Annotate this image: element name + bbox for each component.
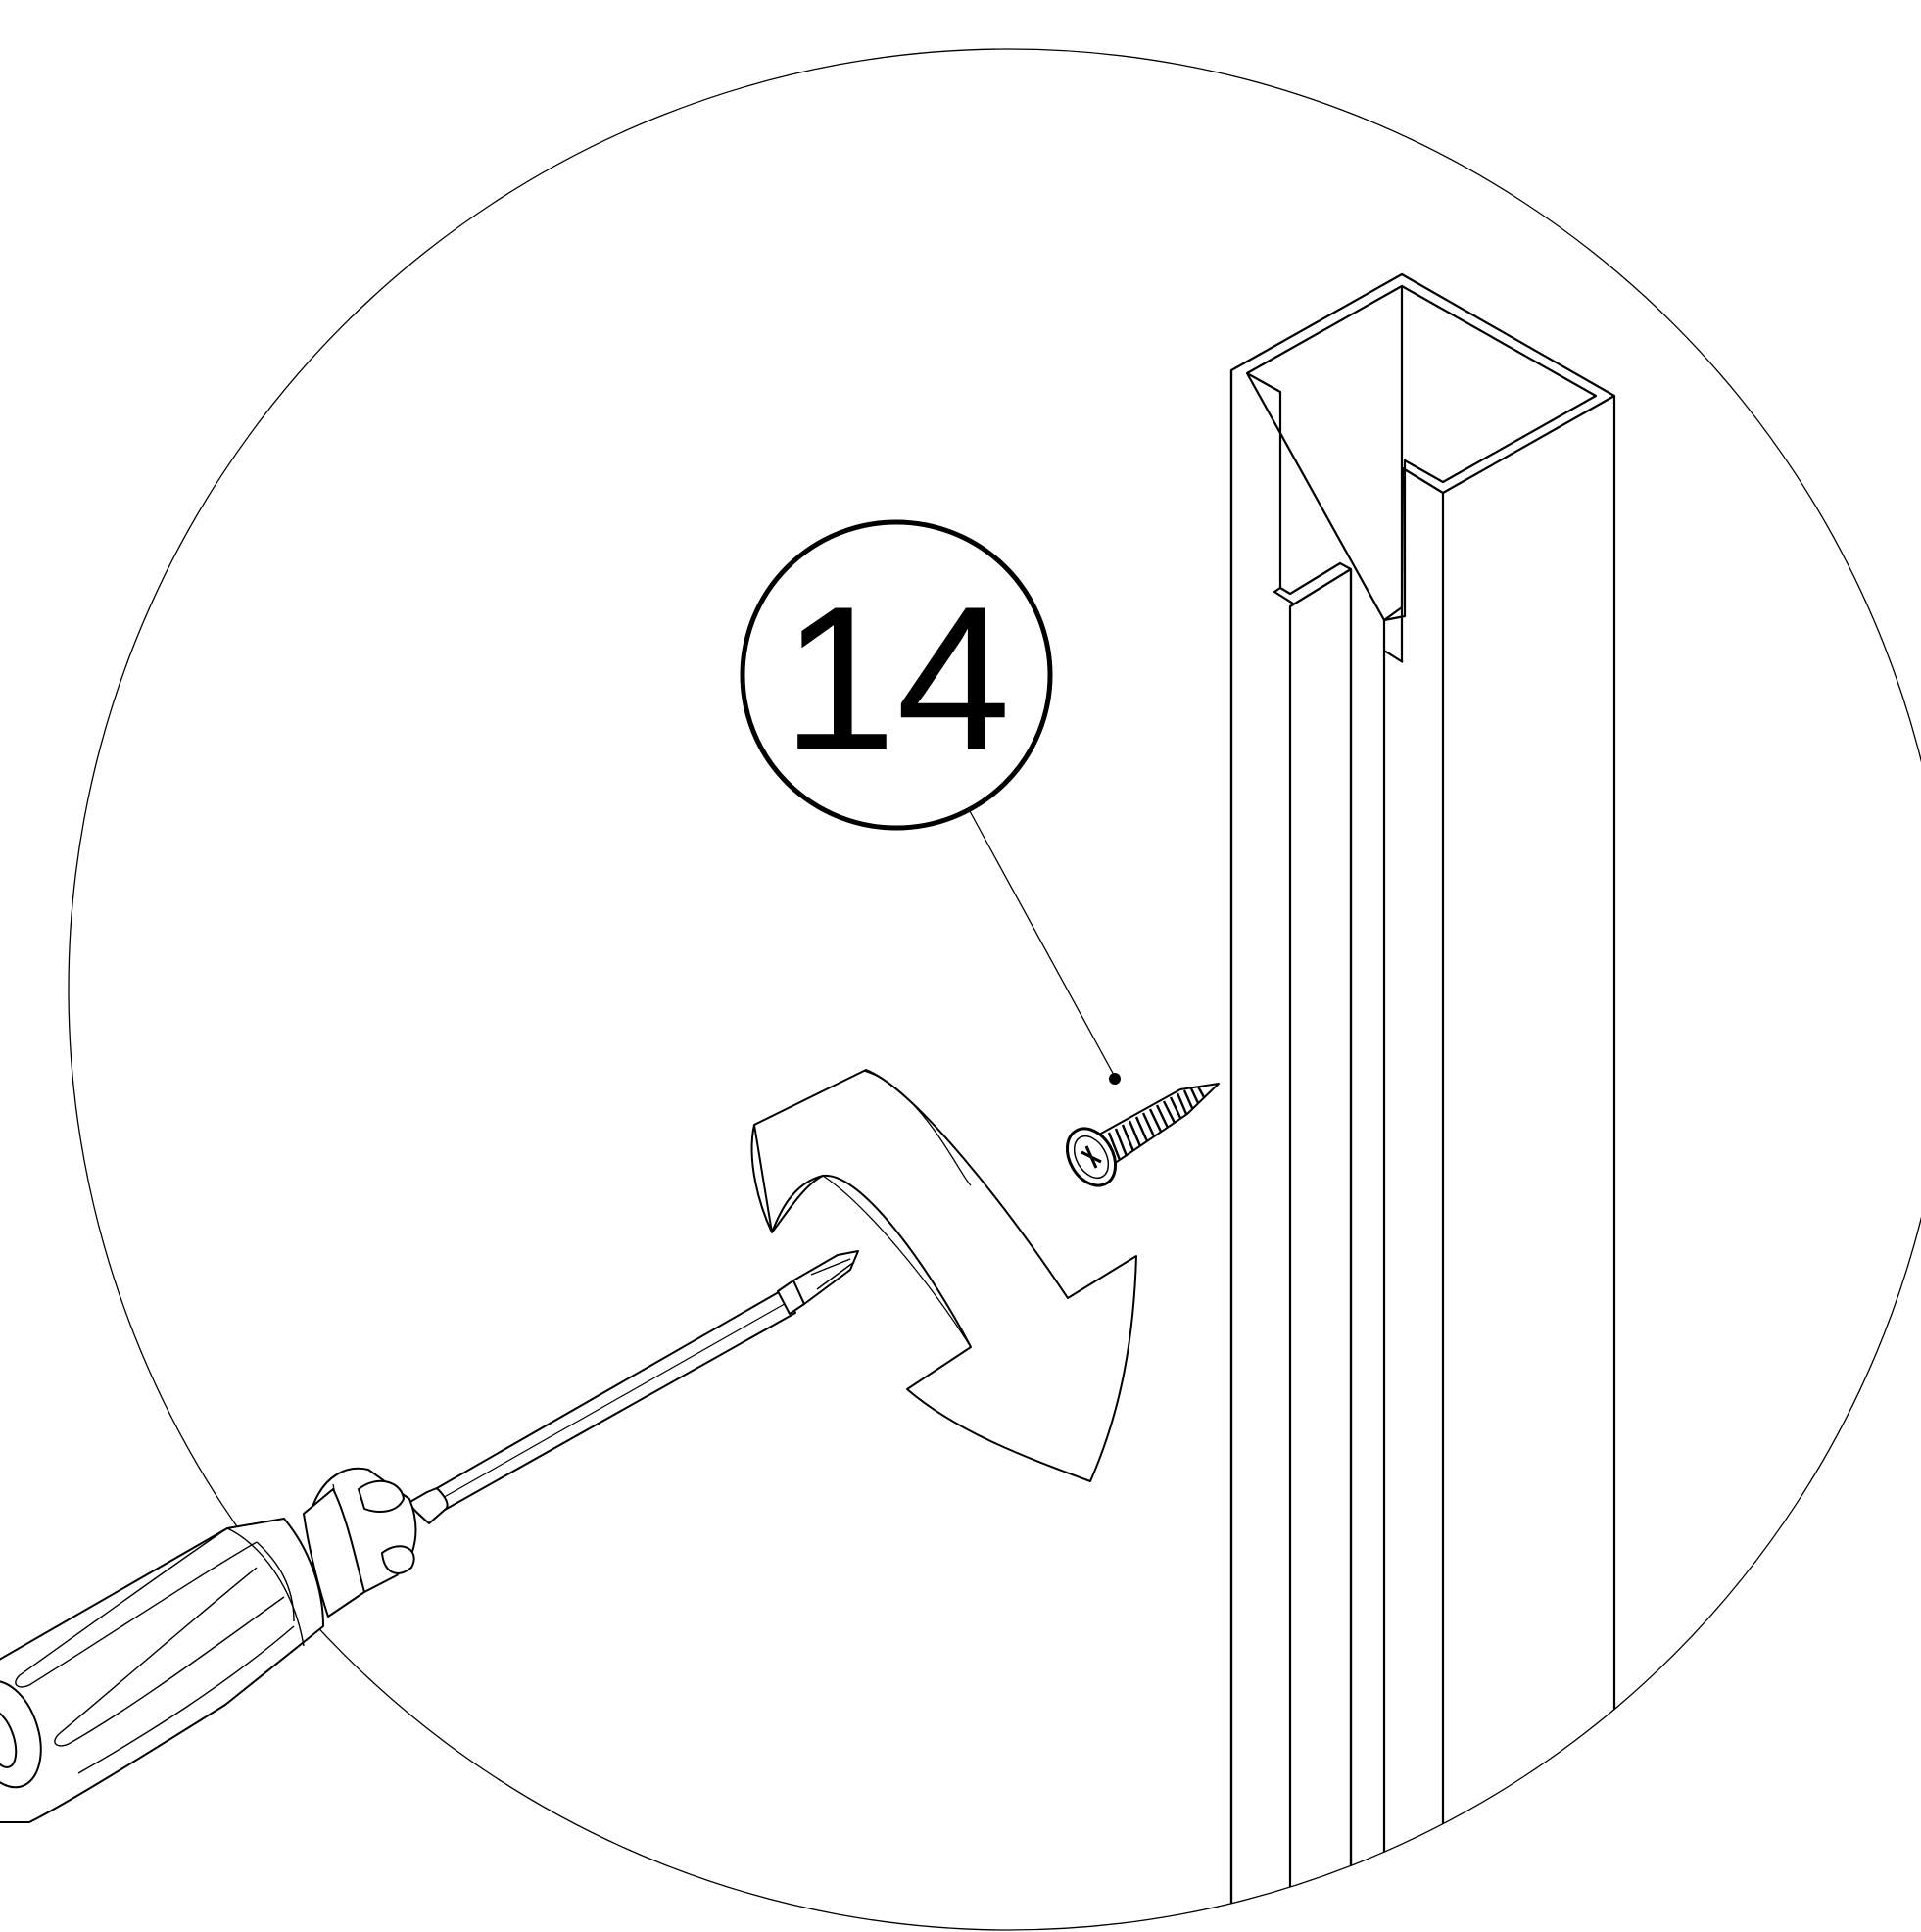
part-callout-circle xyxy=(740,519,1053,831)
detail-view-circle xyxy=(68,48,1921,1931)
callout-leader-dot xyxy=(1109,1073,1121,1085)
channel-post-icon xyxy=(1229,272,1616,1930)
part-number-label: 14 xyxy=(782,563,1011,794)
clockwise-rotation-arrow-icon xyxy=(750,1069,1137,1482)
screwdriver-icon xyxy=(0,1250,859,1823)
screw-icon xyxy=(1065,1083,1220,1187)
part-callout: 14 xyxy=(740,519,1121,1085)
callout-leader-line xyxy=(969,810,1116,1078)
